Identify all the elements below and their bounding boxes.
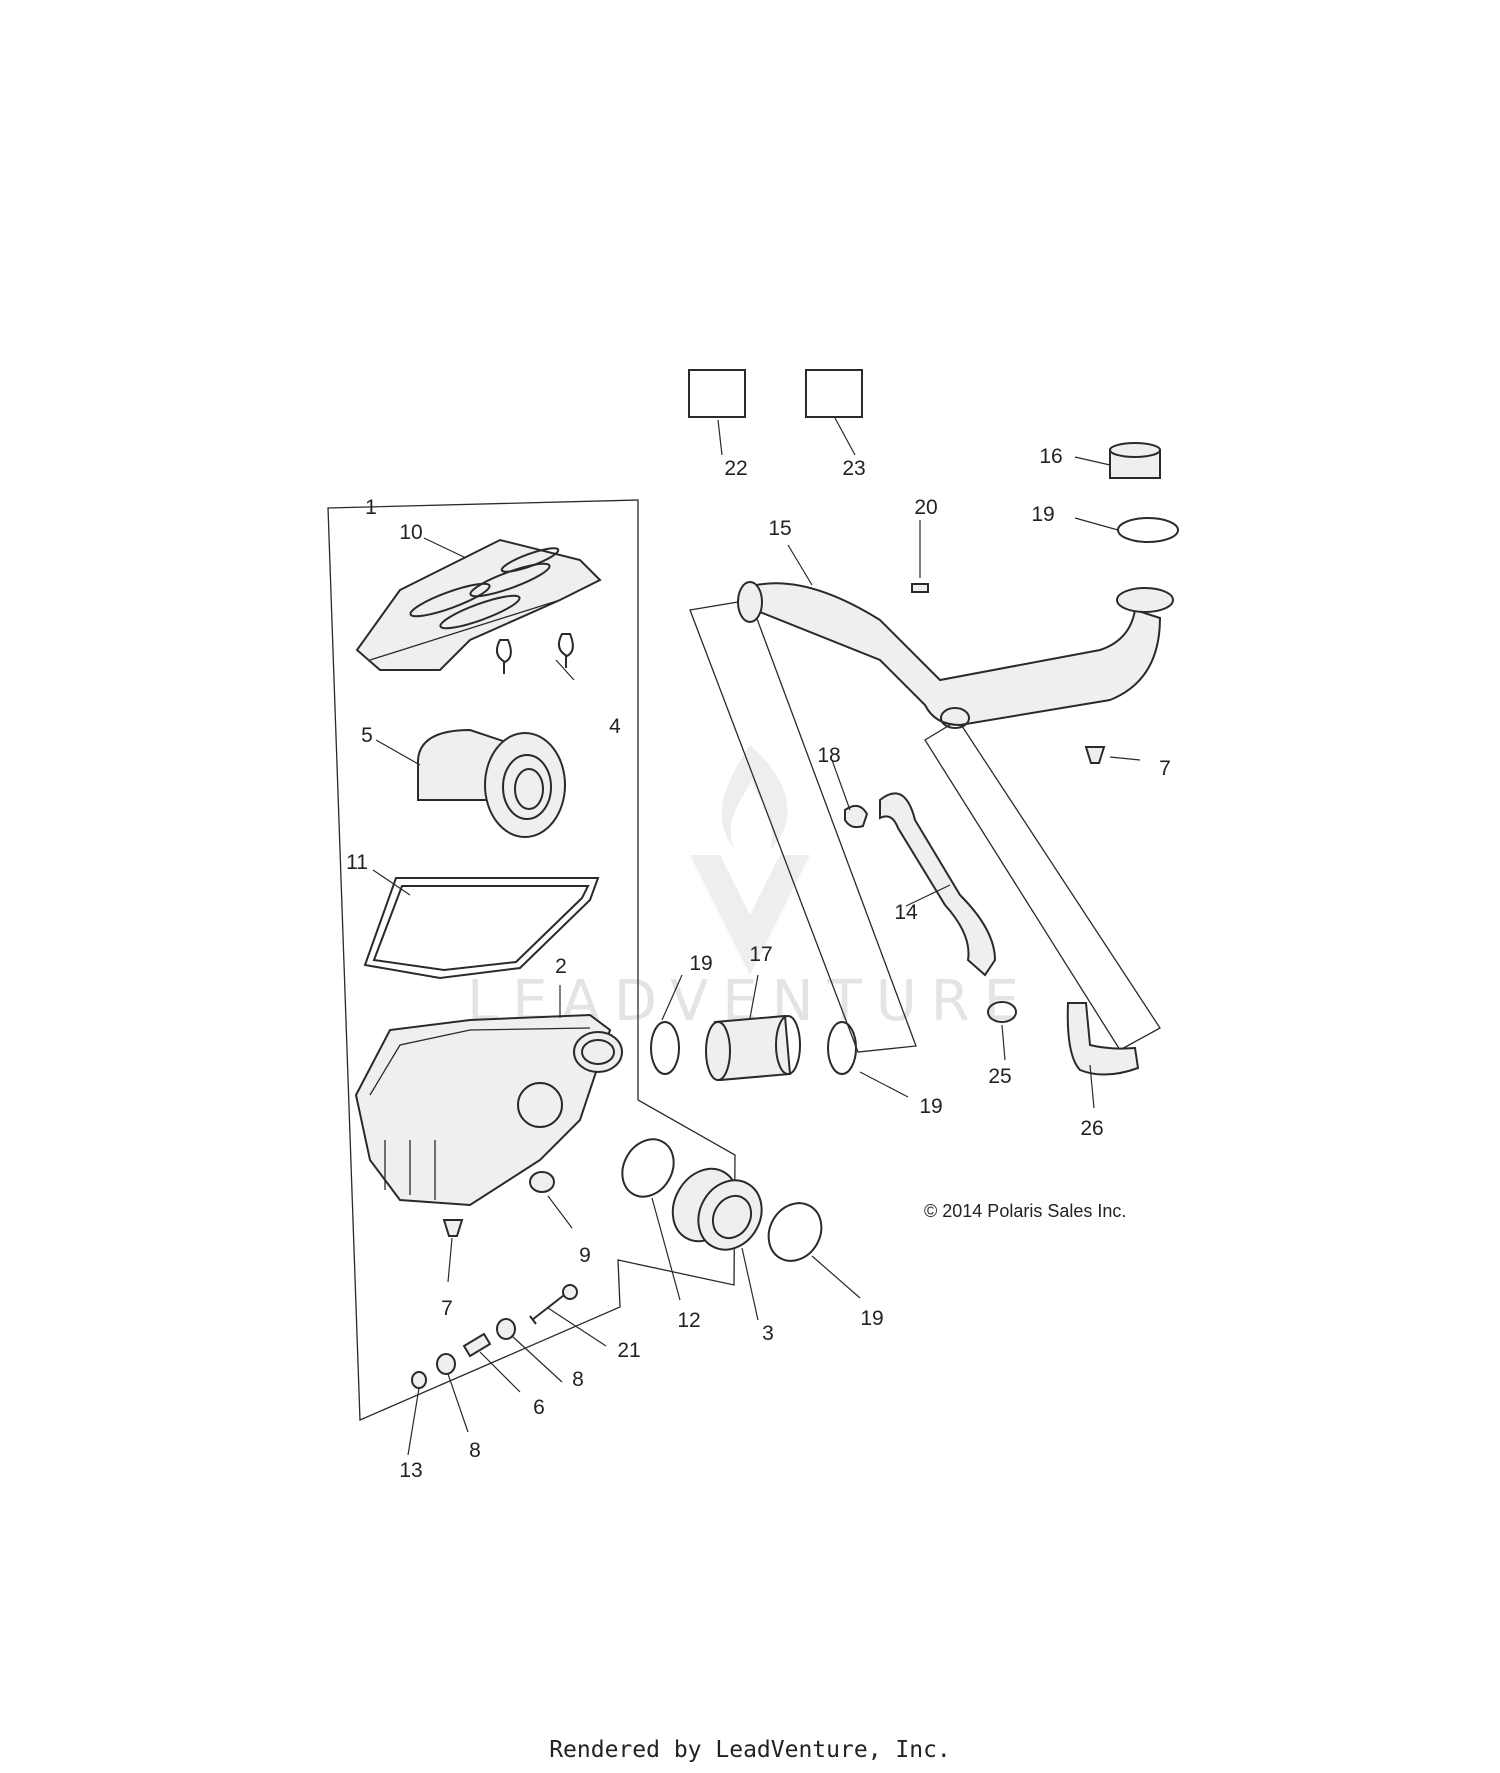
callout-14: 14 [894, 901, 918, 924]
callout-3: 3 [762, 1322, 774, 1345]
throttle-boot [671, 1167, 763, 1251]
intake-outline [689, 599, 917, 1053]
coupler-17 [705, 1014, 801, 1082]
callout-1: 1 [365, 496, 377, 519]
clip-b [557, 633, 574, 668]
airbox-cover [355, 538, 602, 671]
callout-19-lower: 19 [860, 1307, 883, 1330]
callout-19-top: 19 [1031, 503, 1054, 526]
bolt-20 [911, 520, 929, 593]
clamp-18 [844, 804, 869, 829]
kit-outline [327, 499, 736, 1421]
watermark-logo-icon [690, 745, 810, 975]
callout-25: 25 [988, 1065, 1011, 1088]
washer-8-upper [496, 1318, 516, 1340]
callout-7-upper: 7 [1159, 757, 1171, 780]
callout-10: 10 [399, 521, 422, 544]
elbow-26 [1066, 1002, 1140, 1076]
callout-9: 9 [579, 1244, 591, 1267]
bolt-21-head [562, 1284, 578, 1300]
callout-8-upper: 8 [572, 1368, 584, 1391]
coupler-16 [1109, 442, 1161, 479]
leader-lines [372, 417, 1141, 1456]
air-filter [417, 728, 566, 838]
push-rivet-a [442, 1219, 464, 1237]
callout-13: 13 [399, 1459, 422, 1482]
callout-16: 16 [1039, 445, 1062, 468]
clip-a [495, 639, 512, 674]
callout-2: 2 [555, 955, 567, 978]
decal-23 [805, 369, 863, 418]
clamp-19-mid-right [827, 1021, 857, 1075]
callout-5: 5 [361, 724, 373, 747]
airbox-base [354, 1013, 623, 1207]
callout-22: 22 [724, 457, 747, 480]
washer-8-lower [436, 1353, 456, 1375]
nut-13 [411, 1371, 427, 1389]
callout-21: 21 [617, 1339, 640, 1362]
push-rivet-b [1084, 746, 1106, 764]
bolt-21 [529, 1291, 569, 1325]
callout-8-lower: 8 [469, 1439, 481, 1462]
callout-15: 15 [768, 517, 791, 540]
sleeve-6 [462, 1332, 492, 1358]
intake-duct [737, 581, 1174, 729]
callout-26: 26 [1080, 1117, 1103, 1140]
callout-7-lower: 7 [441, 1297, 453, 1320]
callout-17: 17 [749, 943, 772, 966]
callout-6: 6 [533, 1396, 545, 1419]
hose-14 [879, 792, 997, 977]
callout-12: 12 [677, 1309, 700, 1332]
clamp-19-mid-left [650, 1021, 680, 1075]
callout-4: 4 [609, 715, 621, 738]
footer-text: Rendered by LeadVenture, Inc. [549, 1737, 951, 1763]
clamp-25 [987, 1001, 1017, 1023]
callout-11: 11 [346, 851, 368, 874]
callout-18: 18 [817, 744, 840, 767]
clamp-19-top [1117, 517, 1179, 543]
plug [529, 1171, 555, 1193]
callout-19-mid-right: 19 [919, 1095, 942, 1118]
gasket [363, 877, 600, 980]
callout-20: 20 [914, 496, 937, 519]
callout-labels: 1 2 3 4 5 6 7 7 8 8 9 10 11 12 13 14 15 … [346, 445, 1171, 1482]
callout-23: 23 [842, 457, 865, 480]
clamp-19-lower [767, 1202, 823, 1262]
decal-22 [688, 369, 746, 418]
callout-19-mid-left: 19 [689, 952, 712, 975]
clamp-12 [621, 1138, 675, 1198]
copyright-text: © 2014 Polaris Sales Inc. [924, 1201, 1126, 1221]
